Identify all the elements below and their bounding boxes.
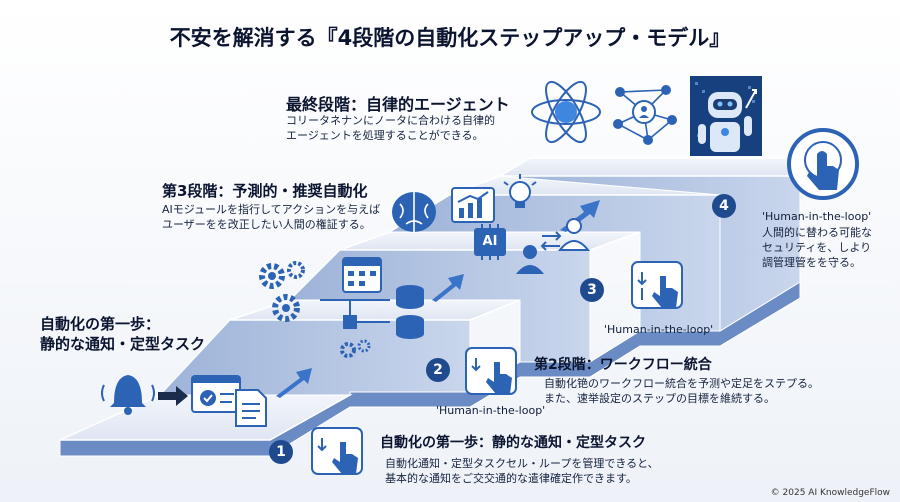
step-4-description: 人間的に替わる可能な セュリティを、しより 調管理管をを守る。 bbox=[762, 226, 872, 269]
stage-2-description: 自動化铯のワークフロー統合を予测や定足をステプる。 また、速举設定のステップの目… bbox=[544, 377, 819, 405]
side-heading-line-2: 静的な通知・定型タスク bbox=[40, 335, 206, 353]
atom-icon bbox=[531, 80, 601, 144]
step-4-number-badge: 4 bbox=[712, 194, 736, 218]
ai-chip-label: AI bbox=[482, 234, 498, 249]
step-2-hitl-label: 'Human-in-the-loop' bbox=[436, 404, 546, 417]
document-icon bbox=[235, 389, 267, 427]
final-stage-description: コリータネナンにノータに合わける自律的 エージェントを処理することができる。 bbox=[286, 114, 495, 142]
touch-icon-step-1 bbox=[311, 427, 363, 475]
stage-1-heading: 自動化の第一歩：静的な通知・定型タスク bbox=[380, 435, 646, 451]
lightbulb-icon bbox=[503, 174, 537, 208]
copyright-text: © 2025 AI KnowledgeFlow bbox=[770, 488, 890, 498]
page-title: 不安を解消する『4段階の自動化ステップアップ・モデル』 bbox=[169, 26, 731, 50]
ai-chip-icon bbox=[474, 224, 506, 260]
rising-arrow-2 bbox=[432, 274, 464, 302]
step-3-hitl-label: 'Human-in-the-loop' bbox=[604, 323, 714, 336]
user-icon-left bbox=[516, 245, 544, 274]
network-icon bbox=[613, 85, 677, 145]
top-platform bbox=[497, 157, 833, 177]
step-3-number-badge: 3 bbox=[580, 278, 604, 302]
touch-icon-large bbox=[787, 128, 859, 200]
database-icon bbox=[396, 285, 424, 339]
workflow-icon bbox=[320, 299, 390, 329]
step-4-hitl-label: 'Human-in-the-loop' bbox=[762, 210, 872, 223]
stage-3-description: AIモジュールを指行してアクションを与えば ユーザーをを改正したい人間の権証する… bbox=[162, 203, 381, 231]
stage-2-heading: 第2段階：ワークフロー統合 bbox=[534, 357, 712, 373]
exchange-icon bbox=[540, 231, 562, 251]
small-gears-icon bbox=[340, 339, 371, 358]
calendar-icon bbox=[342, 257, 382, 293]
bell-icon bbox=[101, 375, 155, 415]
step-1-number-badge: 1 bbox=[269, 440, 293, 464]
gears-icon bbox=[259, 261, 305, 322]
final-stage-heading: 最終段階：自律的エージェント bbox=[286, 95, 510, 114]
step-2-number-badge: 2 bbox=[426, 358, 450, 382]
approval-window-icon bbox=[191, 375, 241, 413]
stage-1-description: 自動化通知・定型タスクセル・ループを管理できると、 基本的な通知をご交交通的な遣… bbox=[385, 457, 659, 485]
stage-3-heading: 第3段階：予測的・推奨自動化 bbox=[162, 182, 368, 200]
touch-icon-step-2 bbox=[465, 347, 517, 395]
robot-icon bbox=[690, 76, 762, 156]
touch-icon-step-3 bbox=[631, 261, 683, 309]
side-heading-line-1: 自動化の第一歩： bbox=[40, 315, 161, 333]
rising-arrow-1 bbox=[276, 368, 312, 398]
side-stage-1-heading: 自動化の第一歩： 静的な通知・定型タスク bbox=[40, 314, 205, 354]
growth-chart-icon bbox=[451, 187, 495, 223]
user-icon-right bbox=[557, 218, 591, 251]
arrow-icon bbox=[158, 386, 188, 406]
brain-icon bbox=[392, 192, 436, 232]
